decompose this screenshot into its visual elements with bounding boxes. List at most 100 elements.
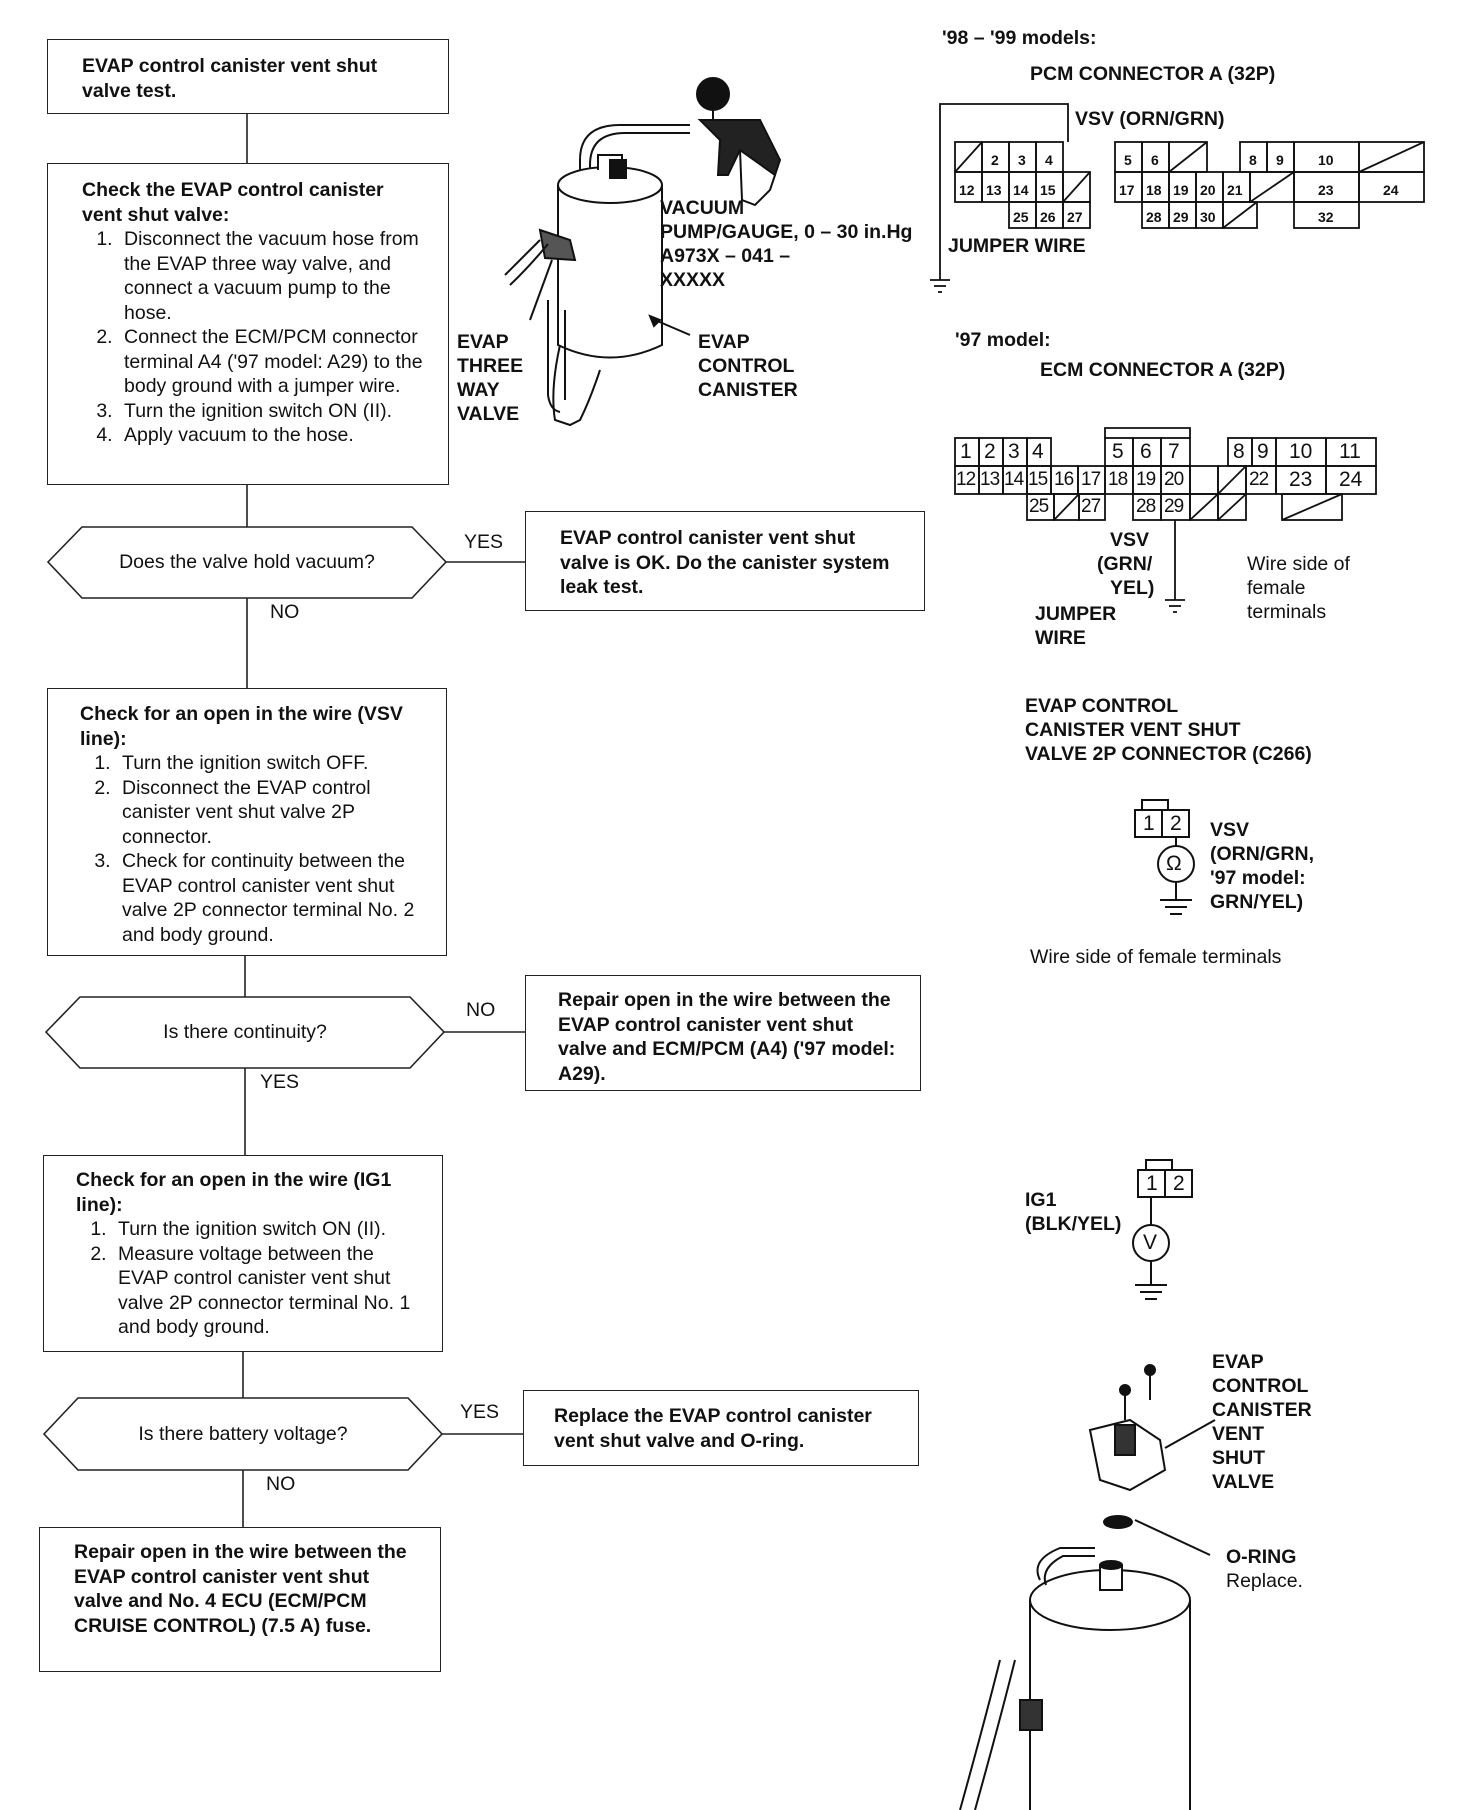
result1-text: EVAP control canister vent shut valve is… — [560, 527, 890, 598]
pcm-pin-20: 20 — [1200, 182, 1216, 198]
pcm-pin-17: 17 — [1119, 182, 1135, 198]
pcm-pin-3: 3 — [1018, 152, 1026, 168]
ecm-pin-22: 22 — [1249, 469, 1269, 490]
c266-title-3: VALVE 2P CONNECTOR (C266) — [1025, 743, 1312, 765]
ig1-pin-2: 2 — [1173, 1172, 1185, 1195]
pcm-pin-26: 26 — [1040, 209, 1056, 225]
pcm-pin-23: 23 — [1318, 182, 1334, 198]
pcm-connector-title: PCM CONNECTOR A (32P) — [1030, 63, 1276, 85]
decision3-question: Is there battery voltage? — [138, 1423, 348, 1445]
c266-vsv-1: VSV — [1210, 819, 1250, 841]
pcm-pin-9: 9 — [1276, 152, 1284, 168]
decision2-yes: YES — [260, 1071, 300, 1093]
pcm-pin-8: 8 — [1249, 152, 1257, 168]
decision1-yes: YES — [464, 531, 504, 553]
ecm-model-label: '97 model: — [955, 329, 1051, 351]
ecm-vsv-label-2: (GRN/ — [1097, 553, 1153, 575]
pcm-pin-12: 12 — [959, 182, 975, 198]
ecm-pin-11: 11 — [1339, 440, 1361, 463]
fig2-valve-label-5: SHUT — [1212, 1447, 1266, 1469]
pump-label-3: A973X – 041 – — [660, 245, 791, 267]
ecm-vsv-label-3: YEL) — [1110, 577, 1155, 599]
decision3-yes: YES — [460, 1401, 500, 1423]
pump-label-4: XXXXX — [660, 269, 726, 291]
pump-label-2: PUMP/GAUGE, 0 – 30 in.Hg — [660, 221, 913, 243]
ecm-pin-12: 12 — [956, 469, 976, 490]
step3-item-2: Disconnect the EVAP control canister ven… — [116, 776, 426, 850]
fig2-valve-label-1: EVAP — [1212, 1351, 1264, 1373]
step3-box: Check for an open in the wire (VSV line)… — [47, 688, 447, 956]
ecm-wire-side-1: Wire side of — [1247, 553, 1350, 575]
ecm-pin-29: 29 — [1164, 496, 1184, 517]
result3-box: Replace the EVAP control canister vent s… — [523, 1390, 919, 1466]
pcm-models-label: '98 – '99 models: — [942, 27, 1097, 49]
ecm-jumper-label-1: JUMPER — [1035, 603, 1117, 625]
step2-item-1: Disconnect the vacuum hose from the EVAP… — [118, 227, 428, 325]
pcm-pin-14: 14 — [1013, 182, 1029, 198]
c266-title-1: EVAP CONTROL — [1025, 695, 1179, 717]
ig1-label-1: IG1 — [1025, 1189, 1057, 1211]
c266-title-2: CANISTER VENT SHUT — [1025, 719, 1241, 741]
pcm-jumper-label: JUMPER WIRE — [948, 235, 1086, 257]
decision3-no: NO — [266, 1473, 296, 1495]
ecm-jumper-label-2: WIRE — [1035, 627, 1086, 649]
fig2-valve-label-6: VALVE — [1212, 1471, 1275, 1493]
pcm-pin-30: 30 — [1200, 209, 1216, 225]
c266-vsv-4: GRN/YEL) — [1210, 891, 1304, 913]
step2-item-3: Turn the ignition switch ON (II). — [118, 399, 428, 424]
decision2-no: NO — [466, 999, 496, 1021]
ecm-pin-18: 18 — [1108, 469, 1128, 490]
c266-wire-side: Wire side of female terminals — [1030, 946, 1282, 968]
ecm-pin-13: 13 — [980, 469, 1000, 490]
result1-box: EVAP control canister vent shut valve is… — [525, 511, 925, 611]
step1-box: EVAP control canister vent shut valve te… — [47, 39, 449, 114]
step2-heading: Check the EVAP control canister vent shu… — [82, 179, 384, 226]
ecm-pin-17: 17 — [1081, 469, 1101, 490]
voltmeter-icon: V — [1143, 1231, 1158, 1254]
ecm-pin-2: 2 — [984, 440, 996, 463]
ecm-pin-24: 24 — [1339, 468, 1363, 491]
ecm-pin-20: 20 — [1164, 469, 1184, 490]
step3-list: Turn the ignition switch OFF. Disconnect… — [80, 751, 426, 947]
ig1-pin-1: 1 — [1146, 1172, 1158, 1195]
oring-label: O-RING — [1226, 1546, 1297, 1568]
ecm-connector-title: ECM CONNECTOR A (32P) — [1040, 359, 1286, 381]
step3-heading: Check for an open in the wire (VSV line)… — [80, 703, 403, 750]
step2-item-2: Connect the ECM/PCM connector terminal A… — [118, 325, 428, 399]
pcm-pin-15: 15 — [1040, 182, 1056, 198]
decision3-shape — [42, 1397, 444, 1471]
pcm-pin-24: 24 — [1383, 182, 1399, 198]
ecm-pin-3: 3 — [1008, 440, 1020, 463]
canister-label-2: CONTROL — [698, 355, 795, 377]
step4-heading: Check for an open in the wire (IG1 line)… — [76, 1169, 392, 1216]
ecm-wire-side-2: female — [1247, 577, 1306, 599]
step4-list: Turn the ignition switch ON (II). Measur… — [76, 1217, 422, 1340]
step2-box: Check the EVAP control canister vent shu… — [47, 163, 449, 485]
c266-vsv-2: (ORN/GRN, — [1210, 843, 1314, 865]
pcm-pin-4: 4 — [1045, 152, 1053, 168]
decision2-question: Is there continuity? — [163, 1021, 327, 1043]
fig2-valve-label-3: CANISTER — [1212, 1399, 1312, 1421]
ecm-pin-28: 28 — [1136, 496, 1156, 517]
ecm-pin-10: 10 — [1289, 440, 1313, 463]
pcm-pin-19: 19 — [1173, 182, 1189, 198]
step3-item-1: Turn the ignition switch OFF. — [116, 751, 426, 776]
pcm-pin-10: 10 — [1318, 152, 1334, 168]
pcm-pin-5: 5 — [1124, 152, 1132, 168]
canister-label-3: CANISTER — [698, 379, 798, 401]
oring-replace-label: Replace. — [1226, 1570, 1303, 1592]
ecm-wire-side-3: terminals — [1247, 601, 1327, 623]
pcm-pin-6: 6 — [1151, 152, 1159, 168]
ig1-label-2: (BLK/YEL) — [1025, 1213, 1122, 1235]
pcm-pin-21: 21 — [1227, 182, 1243, 198]
ecm-pin-14: 14 — [1004, 469, 1024, 490]
step3-item-3: Check for continuity between the EVAP co… — [116, 849, 426, 947]
pcm-pin-27: 27 — [1067, 209, 1083, 225]
c266-pin-2: 2 — [1170, 812, 1182, 835]
